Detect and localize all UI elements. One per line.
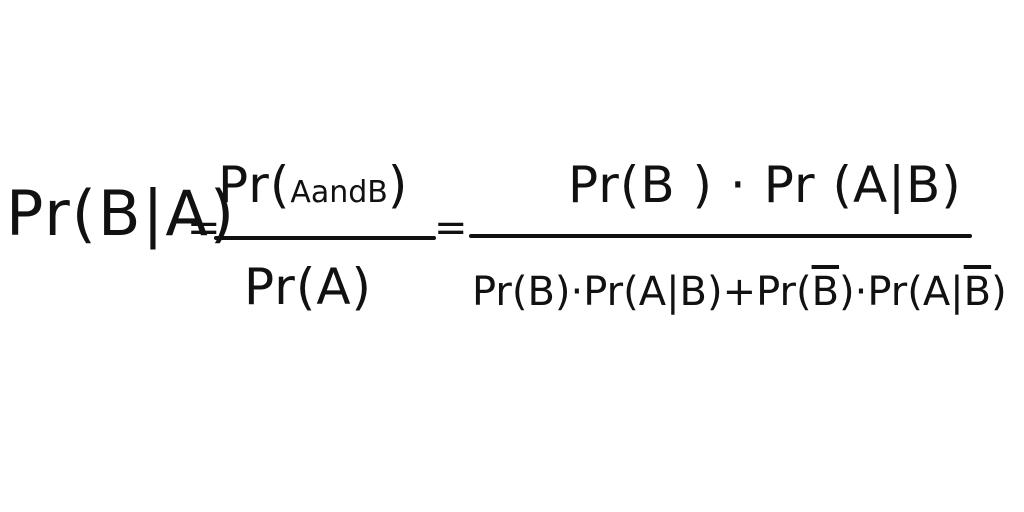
fraction2-den-part1: Pr(B)·Pr(A|B)+Pr( [472,269,812,315]
fraction2-den-bbar1: B [811,269,840,315]
fraction2-den-part2: )·Pr(A| [839,269,964,315]
fraction2-bar [469,234,972,238]
fraction1-denominator: Pr(A) [244,258,373,316]
lhs-conditional-probability: Pr(B|A) [6,177,237,250]
equals-sign-1: = [187,205,222,251]
fraction1-numerator: Pr(AandB) [218,160,408,210]
fraction2-numerator: Pr(B ) · Pr (A|B) [568,156,962,214]
fraction1-num-mid: AandB [290,175,388,210]
fraction2-denominator: Pr(B)·Pr(A|B)+Pr(B)·Pr(A|B) [472,272,1007,312]
fraction2-den-bbar2: B [963,269,992,315]
fraction1-bar [214,236,436,240]
fraction2-den-part3: ) [991,269,1007,315]
equals-sign-2: = [434,205,469,251]
fraction1-num-suffix: ) [387,156,409,214]
fraction1-num-prefix: Pr( [218,156,291,214]
